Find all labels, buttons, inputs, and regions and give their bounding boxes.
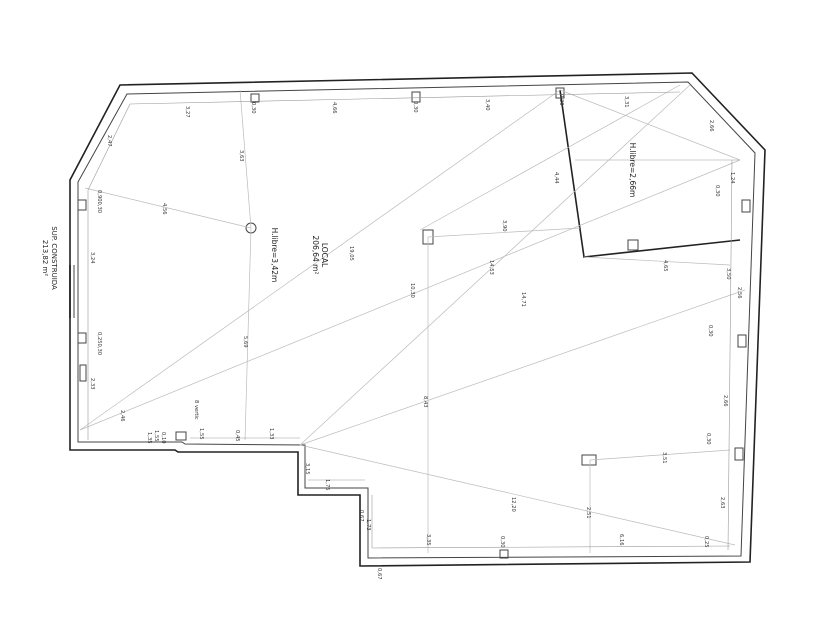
- dim-right-8: 0,30: [705, 433, 711, 445]
- dim-step-2: 3,15: [304, 463, 310, 475]
- dim-small-2: 1,55: [153, 430, 159, 442]
- dim-small-4: 1,35: [146, 432, 152, 444]
- dim-left-4: 0,250,30: [96, 332, 102, 355]
- dim-step-4: 0,67: [358, 510, 364, 522]
- dim-mid-3: 5,69: [242, 336, 248, 348]
- dim-mid-15: 2,51: [585, 507, 591, 519]
- column-9: [77, 332, 87, 344]
- dim-mid-6: 19,05: [348, 246, 354, 261]
- column-2: [411, 91, 421, 103]
- dim-step-5: 1,73: [365, 519, 371, 531]
- dim-top-2: 0,30: [250, 102, 256, 114]
- column-5: [737, 334, 747, 348]
- dim-right-9: 2,63: [719, 497, 725, 509]
- dim-small-3: 0,10: [160, 432, 166, 444]
- dim-step-3: 1,75: [324, 479, 330, 491]
- dim-right-6: 0,30: [707, 325, 713, 337]
- dim-right-10: 0,25: [703, 536, 709, 548]
- dim-mid-14: 12,20: [510, 497, 516, 512]
- dim-right-1: 2,66: [708, 120, 714, 132]
- dimension-texts-top: 3,27 0,30 4,66 0,30 3,40 0,30 3,31: [184, 94, 629, 118]
- dim-mid-10: 3,90: [501, 220, 507, 232]
- dimension-texts-left: 2,47 0,900,30 3,24 0,250,30 2,33 2,46: [89, 135, 125, 422]
- office-labels: H.libre=2,66m: [628, 143, 637, 198]
- built-area-title: SUP. CONSTRUIDA: [50, 226, 58, 290]
- dim-left-3: 3,24: [89, 252, 95, 264]
- dim-right-4: 3,50: [725, 268, 731, 280]
- dim-right-2: 1,24: [729, 172, 735, 184]
- diagonals: [79, 84, 746, 553]
- dim-small-1: 8 vertic: [193, 400, 199, 420]
- outer-wall: [69, 72, 766, 567]
- inner-wall: [77, 81, 756, 559]
- dim-left-1: 2,47: [106, 135, 112, 147]
- office-height: H.libre=2,66m: [628, 143, 637, 198]
- dimension-texts-interior: 3,63 4,56 5,69 0,45 1,55 19,05 10,30 14,…: [146, 150, 668, 519]
- dim-bottom-2: 3,35: [425, 534, 431, 546]
- dim-mid-4: 0,45: [234, 430, 240, 442]
- dim-top-3: 4,66: [331, 102, 337, 114]
- stairs-left: [79, 364, 87, 382]
- dim-mid-7: 10,30: [409, 283, 415, 298]
- column-4: [741, 199, 751, 213]
- column-6: [734, 447, 744, 461]
- built-area-value: 213,82 m²: [41, 240, 49, 277]
- column-1: [250, 93, 260, 103]
- dim-mid-13: 8,43: [422, 396, 428, 408]
- dim-right-5: 2,56: [736, 287, 742, 299]
- dim-bottom-1: 0,67: [376, 568, 382, 580]
- dim-left-2: 0,900,30: [96, 190, 102, 213]
- dim-mid-12: 4,65: [662, 260, 668, 272]
- dim-mid-5: 1,55: [198, 428, 204, 440]
- column-8: [77, 199, 87, 211]
- dim-right-3: 0,30: [714, 185, 720, 197]
- office-partition: [559, 89, 741, 258]
- fixture-c: [581, 454, 597, 466]
- dim-top-1: 3,27: [184, 106, 190, 118]
- dim-bottom-4: 6,16: [618, 534, 624, 546]
- dim-right-7: 2,66: [722, 395, 728, 407]
- local-height: H.libre=3,42m: [270, 228, 279, 283]
- fixture-b: [627, 239, 639, 251]
- dim-mid-2: 4,56: [161, 203, 167, 215]
- dim-mid-9: 14,71: [520, 292, 526, 307]
- dimension-lines: [87, 91, 733, 551]
- local-labels: LOCAL 206,64 m² H.libre=3,42m: [270, 228, 329, 283]
- dim-bottom-3: 0,30: [499, 536, 505, 548]
- electrical-box: [175, 431, 187, 441]
- dim-step-1: 1,33: [268, 428, 274, 440]
- dim-mid-8: 14,53: [488, 260, 494, 275]
- dim-top-5: 3,40: [484, 99, 490, 111]
- built-area-label: SUP. CONSTRUIDA 213,82 m²: [41, 226, 58, 290]
- dim-mid-1: 3,63: [238, 150, 244, 162]
- dim-top-6: 0,30: [558, 94, 564, 106]
- local-area: 206,64 m²: [311, 236, 320, 275]
- dim-top-4: 0,30: [412, 101, 418, 113]
- dimension-texts-right: 2,66 1,24 0,30 3,50 2,56 0,30 2,66 0,30 …: [703, 120, 742, 548]
- dim-left-5: 2,33: [89, 378, 95, 390]
- dim-mid-11: 4,44: [553, 172, 559, 184]
- dim-left-6: 2,46: [119, 410, 125, 422]
- dim-top-7: 3,31: [623, 96, 629, 108]
- local-name: LOCAL: [320, 243, 329, 268]
- dimension-texts-bottom: 0,67 3,35 0,30 6,16 1,33 3,15 1,75 0,67 …: [268, 428, 624, 580]
- dim-mid-16: 3,51: [661, 452, 667, 464]
- column-7: [499, 549, 509, 559]
